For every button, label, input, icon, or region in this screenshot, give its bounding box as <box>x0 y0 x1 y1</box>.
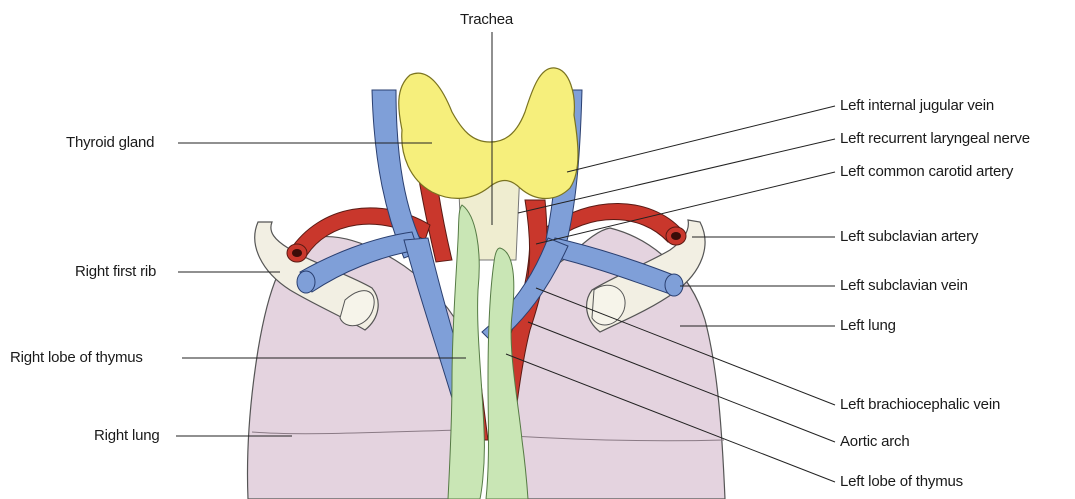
right-subclavian-vein-end <box>297 271 315 293</box>
label-right-first-rib: Right first rib <box>75 263 156 281</box>
leader-left-internal-jugular-vein <box>567 106 835 172</box>
label-left-common-carotid-artery: Left common carotid artery <box>840 163 1013 181</box>
label-left-subclavian-artery: Left subclavian artery <box>840 228 978 246</box>
right-lobe-of-thymus-shape <box>448 205 484 499</box>
label-thyroid-gland: Thyroid gland <box>66 134 154 152</box>
label-left-subclavian-vein: Left subclavian vein <box>840 277 968 295</box>
label-aortic-arch: Aortic arch <box>840 433 910 451</box>
label-left-lung: Left lung <box>840 317 896 335</box>
label-right-lung: Right lung <box>94 427 160 445</box>
left-subclavian-artery-lumen <box>671 232 681 240</box>
label-left-recurrent-laryngeal-nerve: Left recurrent laryngeal nerve <box>840 130 1030 148</box>
thyroid-gland <box>399 68 578 199</box>
left-subclavian-vein-end <box>665 274 683 296</box>
right-subclavian-artery-lumen <box>292 249 302 257</box>
label-right-lobe-of-thymus: Right lobe of thymus <box>10 349 143 367</box>
label-left-internal-jugular-vein: Left internal jugular vein <box>840 97 994 115</box>
label-trachea: Trachea <box>460 11 513 29</box>
label-left-lobe-of-thymus: Left lobe of thymus <box>840 473 963 491</box>
label-left-brachiocephalic-vein: Left brachiocephalic vein <box>840 396 1000 414</box>
